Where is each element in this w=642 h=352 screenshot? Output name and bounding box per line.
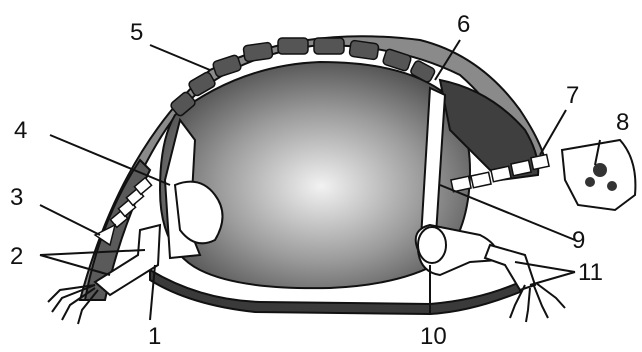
label-2: 2: [10, 243, 23, 270]
label-3: 3: [10, 184, 23, 211]
label-9: 9: [572, 227, 585, 254]
label-11: 11: [578, 259, 603, 286]
label-7: 7: [566, 82, 579, 109]
label-1: 1: [148, 323, 161, 350]
label-8: 8: [616, 109, 629, 136]
hind-limb-tibia: [485, 245, 535, 290]
label-10: 10: [420, 323, 447, 350]
label-6: 6: [457, 11, 470, 38]
label-4: 4: [14, 117, 27, 144]
front-foot: [48, 285, 98, 324]
label-5: 5: [130, 19, 143, 46]
hip-socket: [418, 227, 446, 263]
